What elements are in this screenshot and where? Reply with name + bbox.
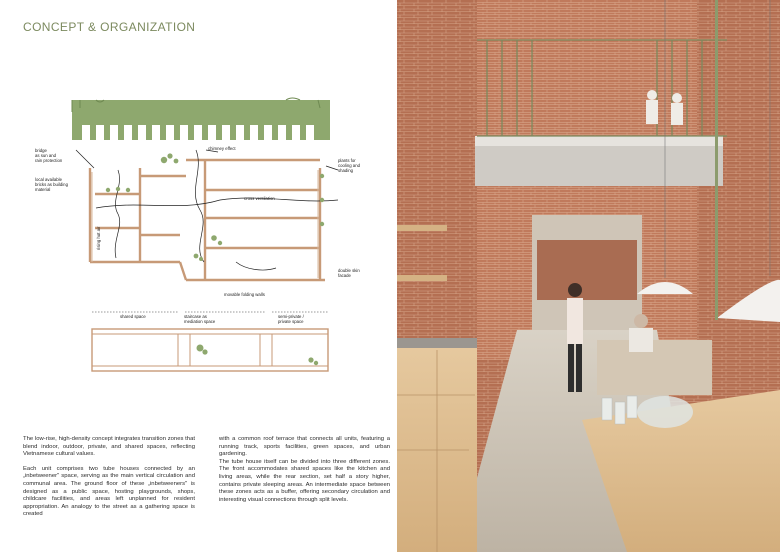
interior-rendering xyxy=(397,0,780,552)
building-section xyxy=(88,158,325,282)
section-drawing xyxy=(71,97,339,372)
label-plants: plants for cooling and shading xyxy=(338,158,360,173)
label-rising-hot-air: rising hot air xyxy=(96,226,101,250)
label-bricks: local available bricks as building mater… xyxy=(35,177,68,192)
plan-plants xyxy=(196,344,319,366)
label-chimney: chimney effect xyxy=(208,146,236,151)
floor-slabs-thin xyxy=(91,170,319,278)
plant-icons xyxy=(105,153,325,261)
label-cross-ventilation: cross ventilation xyxy=(244,196,275,201)
label-folding-walls: movable folding walls xyxy=(224,292,265,297)
floor-plan xyxy=(91,328,329,372)
page-title: CONCEPT & ORGANIZATION xyxy=(23,20,196,34)
paragraph: The tube house itself can be divided int… xyxy=(219,458,390,503)
interior-render-image xyxy=(397,0,780,552)
label-shared-space: shared space xyxy=(120,314,146,319)
left-panel: CONCEPT & ORGANIZATION xyxy=(0,0,397,526)
section-diagram: bridge as sun and rain protection local … xyxy=(0,0,397,380)
label-double-skin: double skin facade xyxy=(338,268,360,278)
paragraph: with a common roof terrace that connects… xyxy=(219,436,390,458)
label-staircase: staircase as mediation space xyxy=(184,314,216,324)
paragraph: The low-rise, high-density concept integ… xyxy=(23,436,195,458)
label-semi-private: semi-private / private space xyxy=(278,314,304,324)
label-bridge: bridge as sun and rain protection xyxy=(35,148,63,163)
roof-garden xyxy=(71,97,330,140)
airflow-lines xyxy=(75,149,339,271)
paragraph: Each unit comprises two tube houses conn… xyxy=(23,465,195,518)
text-column-1: The low-rise, high-density concept integ… xyxy=(23,436,195,526)
text-column-2: with a common roof terrace that connects… xyxy=(219,436,390,511)
